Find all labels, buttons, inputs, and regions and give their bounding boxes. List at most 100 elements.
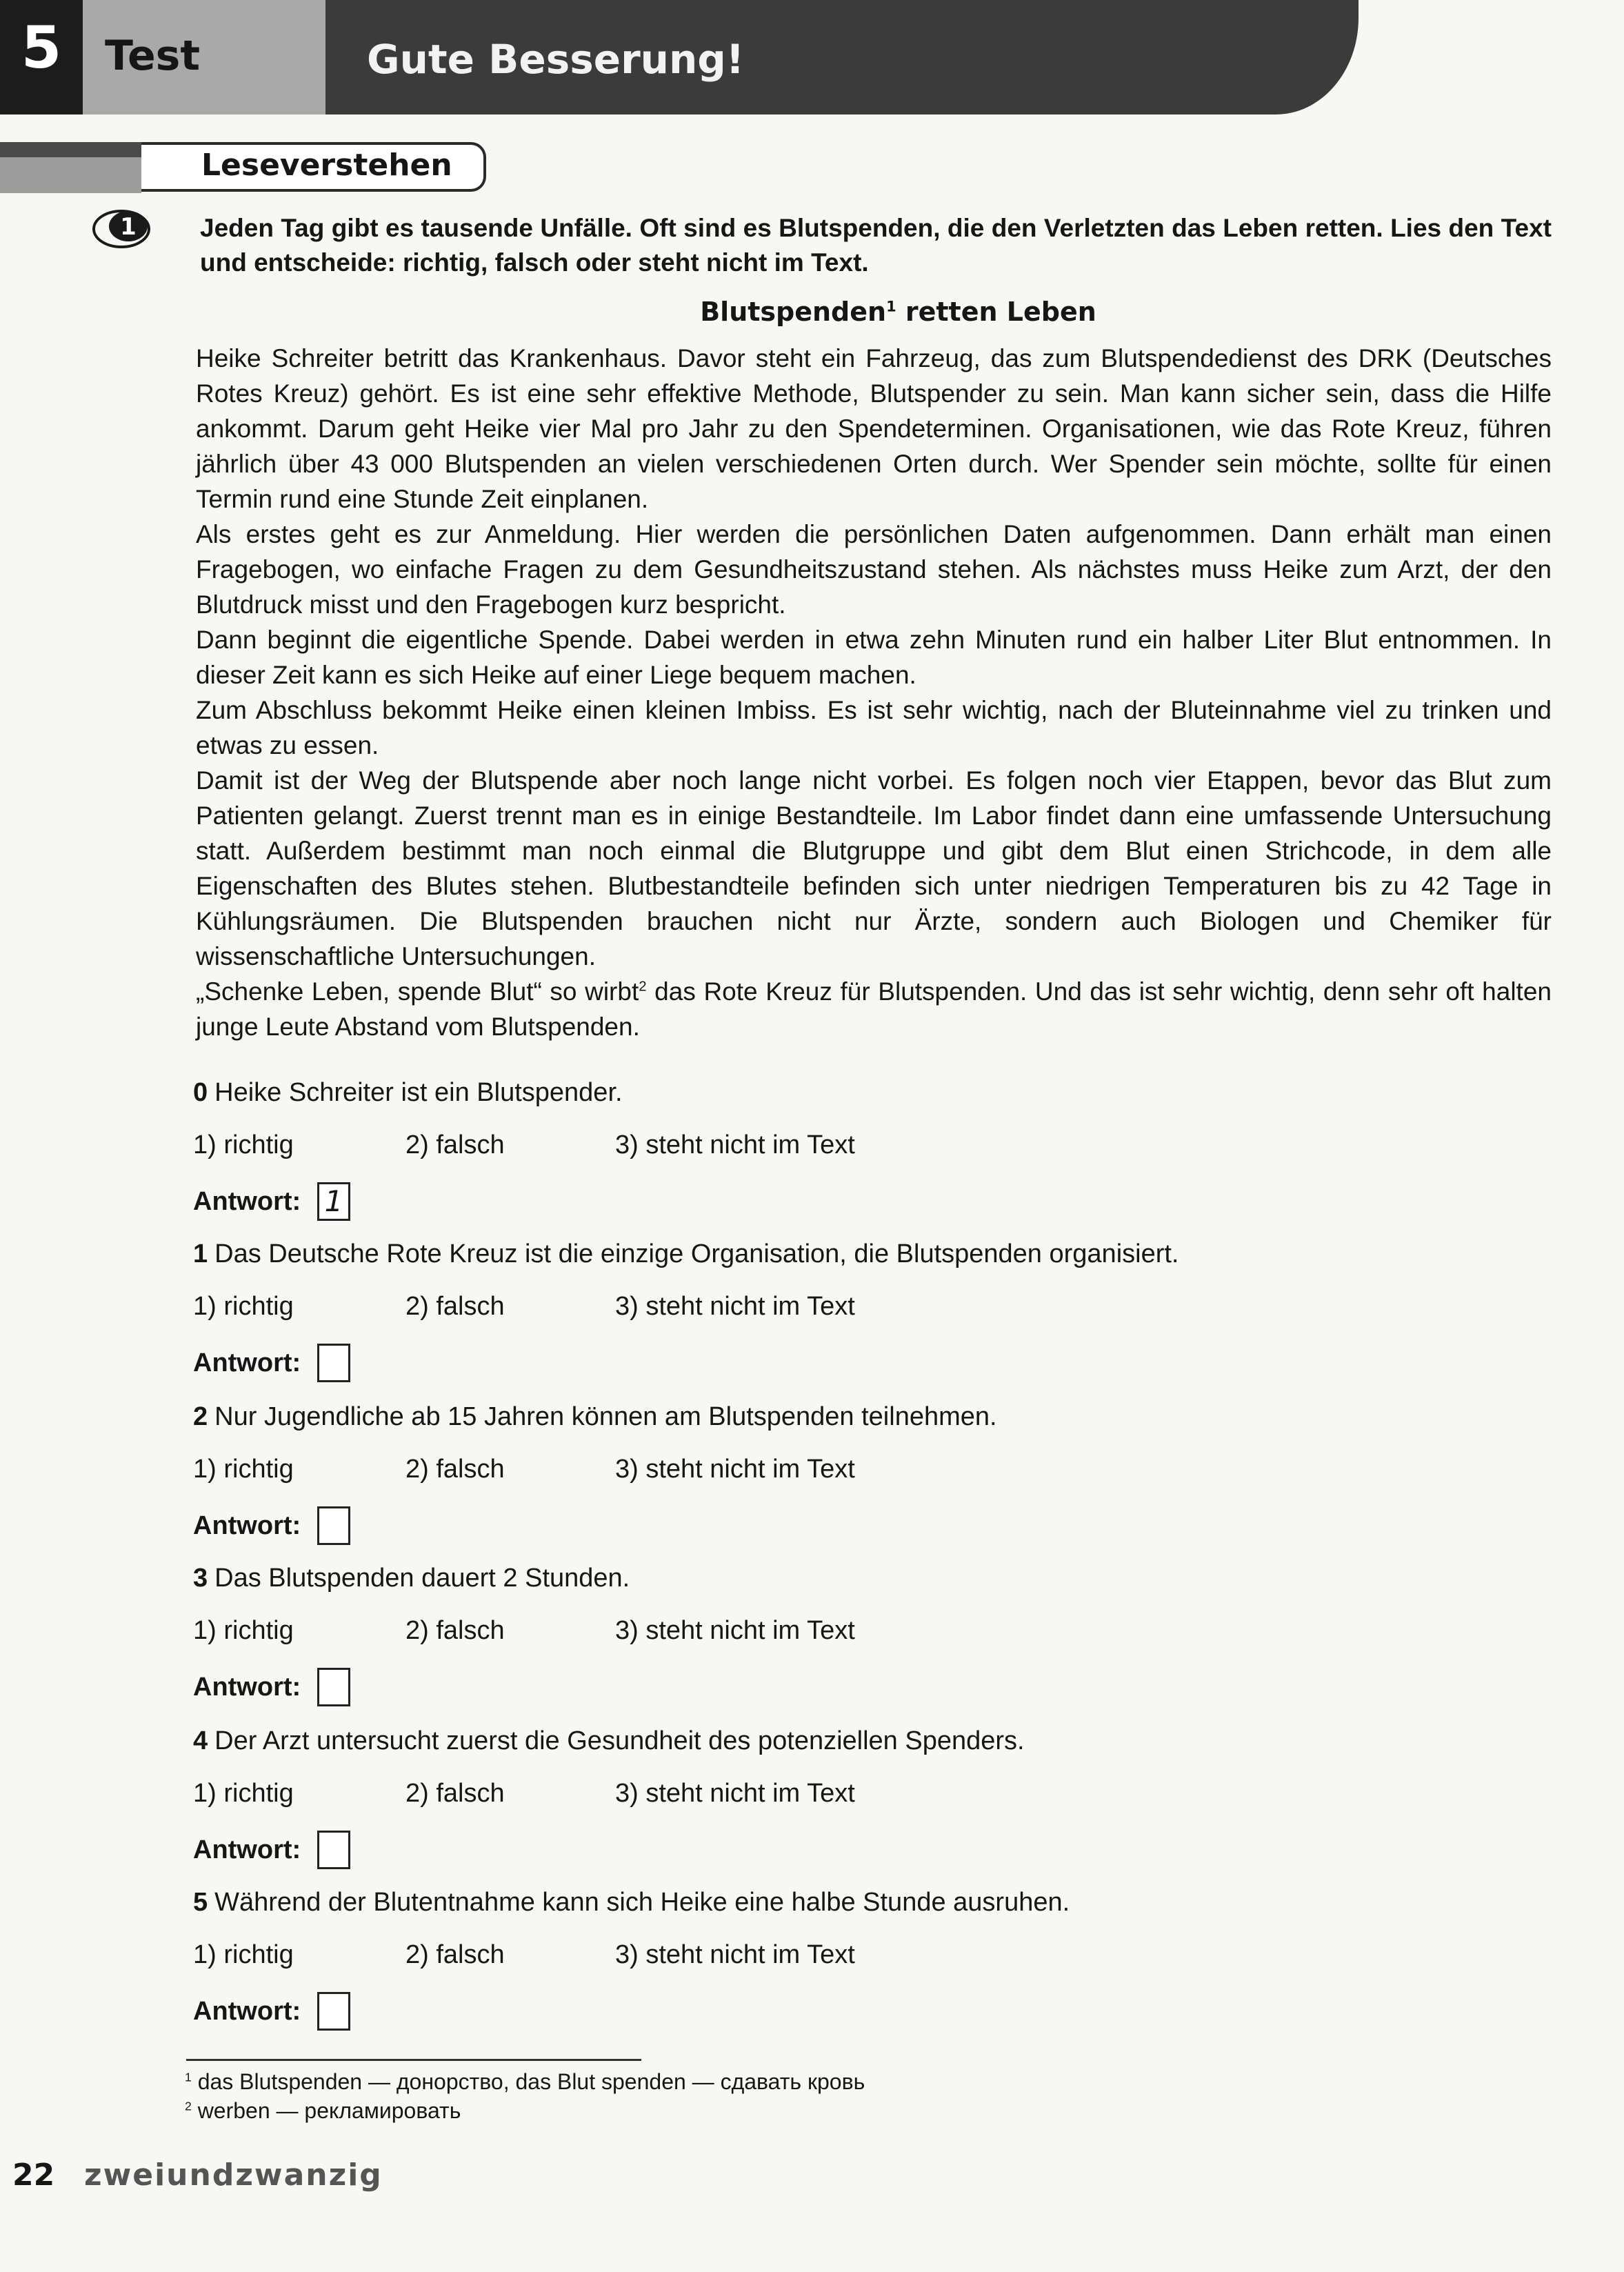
article-title: Blutspenden1 retten Leben: [0, 297, 1624, 327]
answer-label: Antwort:: [193, 1511, 301, 1540]
answer-box[interactable]: 1: [317, 1182, 350, 1221]
article-paragraph: Damit ist der Weg der Blutspende aber no…: [196, 766, 1552, 970]
option-steht-nicht-im-text[interactable]: 3) steht nicht im Text: [615, 1616, 855, 1645]
last-para-end: das Rote Kreuz für Blutspenden. Und das …: [196, 977, 1552, 1041]
option-falsch[interactable]: 2) falsch: [405, 1616, 505, 1645]
answer-box[interactable]: [317, 1992, 350, 2031]
answer-label: Antwort:: [193, 1673, 301, 1702]
article-paragraph: Zum Abschluss bekommt Heike einen kleine…: [196, 696, 1552, 759]
option-steht-nicht-im-text[interactable]: 3) steht nicht im Text: [615, 1130, 855, 1159]
answer-row: Antwort:: [193, 1991, 1503, 2032]
article-paragraph: Heike Schreiter betritt das Krankenhaus.…: [196, 344, 1552, 513]
option-falsch[interactable]: 2) falsch: [405, 1940, 505, 1969]
unit-number: 5: [21, 14, 62, 81]
question-options: 1) richtig 2) falsch 3) steht nicht im T…: [193, 1938, 1503, 1971]
footnote-text: das Blutspenden — донорство, das Blut sp…: [197, 2069, 865, 2094]
task-number-badge-icon: 1: [92, 210, 150, 248]
question-text: Das Deutsche Rote Kreuz ist die einzige …: [214, 1239, 1179, 1268]
answer-box[interactable]: [317, 1831, 350, 1869]
question-number: 3: [193, 1564, 208, 1593]
question-options: 1) richtig 2) falsch 3) steht nicht im T…: [193, 1290, 1503, 1323]
option-falsch[interactable]: 2) falsch: [405, 1779, 505, 1808]
question-options: 1) richtig 2) falsch 3) steht nicht im T…: [193, 1777, 1503, 1810]
option-steht-nicht-im-text[interactable]: 3) steht nicht im Text: [615, 1940, 855, 1969]
option-steht-nicht-im-text[interactable]: 3) steht nicht im Text: [615, 1779, 855, 1808]
title-box: [325, 0, 1359, 114]
section-bar-shade: [0, 157, 141, 193]
section-tab: [141, 142, 486, 192]
question-text: Nur Jugendliche ab 15 Jahren können am B…: [214, 1402, 997, 1431]
answer-box[interactable]: [317, 1668, 350, 1706]
option-falsch[interactable]: 2) falsch: [405, 1130, 505, 1159]
option-richtig[interactable]: 1) richtig: [193, 1616, 294, 1645]
footnote-number: 1: [185, 2070, 192, 2084]
option-richtig[interactable]: 1) richtig: [193, 1940, 294, 1969]
question-number: 1: [193, 1239, 208, 1268]
question-text: Heike Schreiter ist ein Blutspender.: [214, 1078, 623, 1107]
article-paragraph-last: „Schenke Leben, spende Blut“ so wirbt2 d…: [196, 974, 1552, 1044]
option-richtig[interactable]: 1) richtig: [193, 1779, 294, 1808]
answer-label: Antwort:: [193, 1835, 301, 1864]
option-richtig[interactable]: 1) richtig: [193, 1292, 294, 1321]
footnote-1: 1 das Blutspenden — донорство, das Blut …: [185, 2068, 865, 2095]
answer-row: Antwort: 1: [193, 1181, 1503, 1222]
answer-box[interactable]: [317, 1506, 350, 1545]
last-para-start: „Schenke Leben, spende Blut“ so wirbt: [196, 977, 639, 1006]
footnote-number: 2: [185, 2099, 192, 2113]
answer-box[interactable]: [317, 1344, 350, 1382]
section-label: Leseverstehen: [201, 148, 452, 183]
option-steht-nicht-im-text[interactable]: 3) steht nicht im Text: [615, 1455, 855, 1484]
page-number-word: zweiundzwanzig: [84, 2158, 383, 2193]
question-options: 1) richtig 2) falsch 3) steht nicht im T…: [193, 1453, 1503, 1486]
test-box: [83, 0, 325, 114]
question-options: 1) richtig 2) falsch 3) steht nicht im T…: [193, 1614, 1503, 1647]
article-title-rest: retten Leben: [896, 297, 1096, 327]
unit-box: [0, 0, 83, 114]
footnote-text: werben — рекламировать: [197, 2098, 461, 2123]
option-falsch[interactable]: 2) falsch: [405, 1455, 505, 1484]
question-text: Der Arzt untersucht zuerst die Gesundhei…: [214, 1726, 1025, 1755]
question-text: Das Blutspenden dauert 2 Stunden.: [214, 1564, 630, 1593]
answer-label: Antwort:: [193, 1187, 301, 1216]
question-text: Während der Blutentnahme kann sich Heike…: [214, 1888, 1070, 1917]
footnote-2: 2 werben — рекламировать: [185, 2097, 461, 2124]
article-body: Heike Schreiter betritt das Krankenhaus.…: [196, 341, 1552, 1044]
option-richtig[interactable]: 1) richtig: [193, 1455, 294, 1484]
unit-title: Gute Besserung!: [367, 36, 745, 83]
task-number: 1: [120, 213, 137, 241]
option-richtig[interactable]: 1) richtig: [193, 1130, 294, 1159]
footnote-divider: [186, 2059, 641, 2061]
article-paragraph: Als erstes geht es zur Anmeldung. Hier w…: [196, 520, 1552, 619]
question-number: 2: [193, 1402, 208, 1431]
answer-row: Antwort:: [193, 1666, 1503, 1708]
article-paragraph: Dann beginnt die eigentliche Spende. Dab…: [196, 626, 1552, 689]
answer-row: Antwort:: [193, 1505, 1503, 1546]
question-number: 0: [193, 1078, 208, 1107]
question-number: 5: [193, 1888, 208, 1917]
task-instruction: Jeden Tag gibt es tausende Unfälle. Oft …: [200, 214, 1552, 277]
page-number: 22: [12, 2158, 55, 2193]
answer-row: Antwort:: [193, 1342, 1503, 1384]
option-steht-nicht-im-text[interactable]: 3) steht nicht im Text: [615, 1292, 855, 1321]
page-header: 5 Test Gute Besserung!: [0, 0, 1359, 114]
test-label: Test: [105, 32, 201, 80]
footnote-ref-2: 2: [639, 979, 647, 995]
answer-label: Antwort:: [193, 1348, 301, 1377]
option-falsch[interactable]: 2) falsch: [405, 1292, 505, 1321]
answer-row: Antwort:: [193, 1829, 1503, 1871]
question-options: 1) richtig 2) falsch 3) steht nicht im T…: [193, 1128, 1503, 1162]
article-title-text: Blutspenden: [700, 297, 887, 327]
footnote-ref-1: 1: [886, 298, 896, 315]
